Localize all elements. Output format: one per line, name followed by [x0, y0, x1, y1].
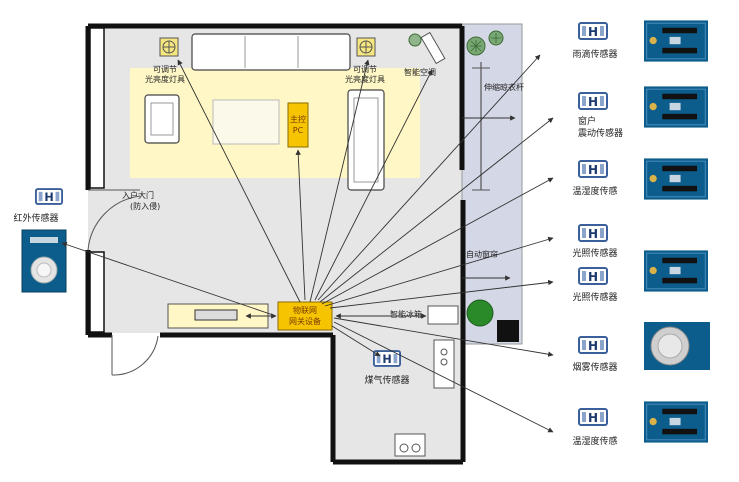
sensor-window: 窗户 震动传感器 — [578, 85, 708, 139]
smoke-sensor-badge-icon — [578, 336, 608, 354]
smart-fridge — [427, 305, 459, 325]
gateway-label-1: 物联网 — [293, 305, 317, 315]
main-door-swing — [87, 195, 141, 251]
plant-icon-3 — [408, 33, 422, 47]
auto-curtain-label: 自动窗帘 — [466, 249, 498, 259]
smart-fridge-label: 智能冰箱 — [390, 309, 422, 319]
sensor-label-light-2: 光照传感器 — [572, 291, 617, 303]
armchair-left — [144, 94, 180, 144]
th2-sensor-badge-icon — [578, 408, 608, 426]
kitchen-sink — [433, 339, 455, 389]
light-sensor-board — [644, 249, 708, 293]
ir-sensor-badge-icon — [35, 188, 63, 205]
left-lower-window — [89, 251, 105, 333]
sensor-label-temp-humidity-2: 温湿度传感 — [572, 435, 617, 447]
connection-arrows — [61, 54, 554, 433]
sensor-label-smoke: 烟雾传感器 — [572, 361, 617, 373]
light1-sensor-badge-icon — [578, 224, 608, 242]
plant-icon-1 — [466, 36, 486, 56]
sensor-label-rain: 雨滴传感器 — [572, 48, 617, 60]
ir-sensor-board — [21, 229, 67, 293]
smoke-sensor-board — [644, 322, 710, 370]
main-door-label-2: (防入侵) — [130, 201, 160, 211]
sensor-smoke: 烟雾传感器 — [572, 322, 710, 373]
iot-gateway — [277, 301, 333, 331]
host-pc-label-1: 主控 — [290, 114, 306, 124]
lamp-left-label-1: 可调节 — [153, 65, 177, 74]
lamp-right-label-2: 光亮度灯具 — [345, 74, 385, 84]
gateway-label-2: 网关设备 — [289, 316, 321, 326]
host-pc — [287, 102, 309, 148]
plant-large-icon — [466, 299, 494, 327]
left-wall-window — [89, 27, 105, 189]
balcony — [461, 23, 523, 345]
sensor-light-2: 光照传感器 — [572, 249, 708, 303]
th1-sensor-badge-icon — [578, 160, 608, 178]
th1-sensor-board — [644, 157, 708, 201]
sofa-top — [191, 33, 351, 71]
lamp-right-icon — [356, 37, 376, 57]
lower-door-swing — [111, 335, 159, 376]
coffee-table — [212, 99, 280, 145]
window-sensor-board — [644, 85, 708, 129]
plant-icon-2 — [488, 30, 504, 46]
lamp-left-label-2: 光亮度灯具 — [145, 74, 185, 84]
lamp-left-icon — [159, 37, 179, 57]
sensor-label-window-2: 震动传感器 — [578, 127, 623, 139]
light2-sensor-badge-icon — [578, 267, 608, 285]
kitchen-stove — [394, 433, 426, 457]
rain-sensor-board — [644, 20, 708, 62]
ir-sensor-label: 红外传感器 — [13, 212, 58, 224]
sensor-rain: 雨滴传感器 — [572, 20, 708, 62]
sensor-column: 雨滴传感器 窗户 震动传感器 温湿度传感 光照传感器 光照传感器 烟雾传感器 — [572, 20, 710, 447]
smart-ac-label: 智能空调 — [404, 67, 436, 77]
sensor-label-light-1: 光照传感器 — [572, 247, 617, 259]
th2-sensor-board — [644, 400, 708, 444]
sensor-label-temp-humidity-1: 温湿度传感 — [572, 185, 617, 197]
pillar — [497, 320, 519, 342]
window-sensor-badge-icon — [578, 92, 608, 110]
smart-ac-unit — [420, 31, 446, 65]
sofa-right — [347, 89, 385, 191]
sensor-label-window-1: 窗户 — [578, 115, 596, 127]
clothes-rack-label: 伸缩晾衣杆 — [484, 82, 524, 92]
main-door-label-1: 入户大门 — [122, 190, 154, 200]
walls — [85, 23, 466, 465]
sensor-light-1: 光照传感器 — [572, 224, 618, 259]
lamp-right-label-1: 可调节 — [353, 65, 377, 74]
tv-icon — [194, 309, 238, 321]
gas-sensor-label: 煤气传感器 — [364, 374, 409, 386]
sensor-temp-humidity-2: 温湿度传感 — [572, 400, 708, 447]
rain-sensor-badge-icon — [578, 22, 608, 40]
host-pc-label-2: PC — [293, 126, 304, 135]
sensor-temp-humidity-1: 温湿度传感 — [572, 157, 708, 201]
